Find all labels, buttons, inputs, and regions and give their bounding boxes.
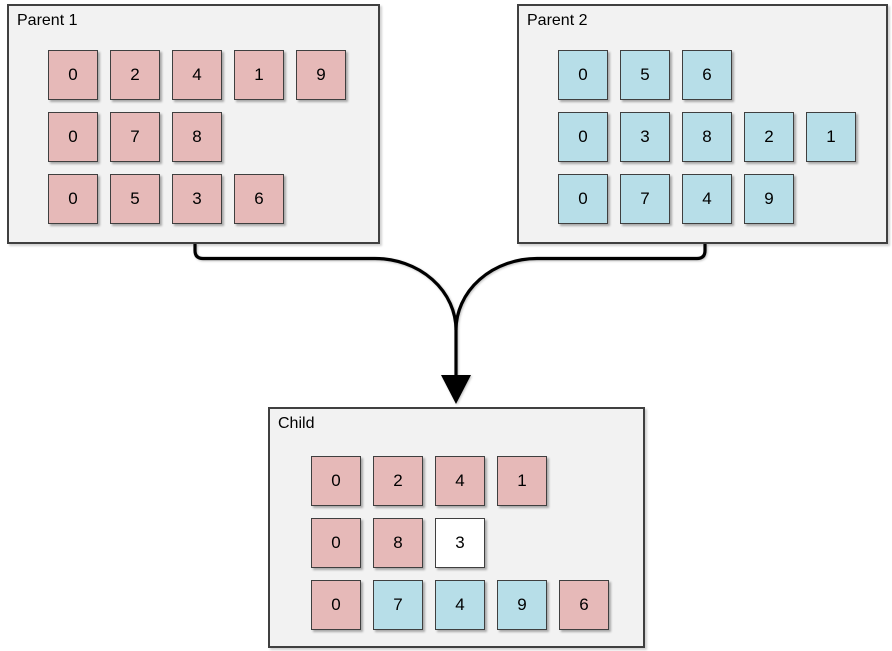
- gene-cell: 9: [296, 50, 346, 100]
- gene-cell: 4: [435, 580, 485, 630]
- gene-cell: 0: [311, 518, 361, 568]
- gene-cell: 7: [373, 580, 423, 630]
- gene-cell: 9: [744, 174, 794, 224]
- parent2-title: Parent 2: [527, 12, 588, 29]
- gene-cell: 5: [110, 174, 160, 224]
- gene-cell: 0: [48, 174, 98, 224]
- gene-cell: 7: [110, 112, 160, 162]
- gene-cell: 4: [172, 50, 222, 100]
- gene-cell: 3: [435, 518, 485, 568]
- gene-cell: 5: [620, 50, 670, 100]
- gene-cell: 2: [373, 456, 423, 506]
- gene-cell: 4: [435, 456, 485, 506]
- child-title: Child: [278, 415, 315, 432]
- gene-cell: 6: [682, 50, 732, 100]
- gene-cell: 0: [558, 50, 608, 100]
- gene-cell: 0: [311, 456, 361, 506]
- gene-cell: 3: [620, 112, 670, 162]
- gene-cell: 0: [558, 174, 608, 224]
- gene-cell: 3: [172, 174, 222, 224]
- gene-cell: 1: [234, 50, 284, 100]
- gene-cell: 6: [559, 580, 609, 630]
- gene-cell: 8: [682, 112, 732, 162]
- connector-right-curve: [454, 244, 707, 331]
- parent1-title: Parent 1: [17, 12, 78, 29]
- gene-cell: 6: [234, 174, 284, 224]
- gene-cell: 0: [48, 50, 98, 100]
- gene-cell: 2: [110, 50, 160, 100]
- gene-cell: 0: [48, 112, 98, 162]
- gene-cell: 0: [311, 580, 361, 630]
- gene-cell: 0: [558, 112, 608, 162]
- gene-cell: 2: [744, 112, 794, 162]
- gene-cell: 1: [497, 456, 547, 506]
- gene-cell: 1: [806, 112, 856, 162]
- gene-cell: 4: [682, 174, 732, 224]
- connector-left-curve: [193, 244, 458, 376]
- gene-cell: 9: [497, 580, 547, 630]
- arrowhead-down-icon: [441, 375, 471, 404]
- gene-cell: 8: [172, 112, 222, 162]
- gene-cell: 8: [373, 518, 423, 568]
- gene-cell: 7: [620, 174, 670, 224]
